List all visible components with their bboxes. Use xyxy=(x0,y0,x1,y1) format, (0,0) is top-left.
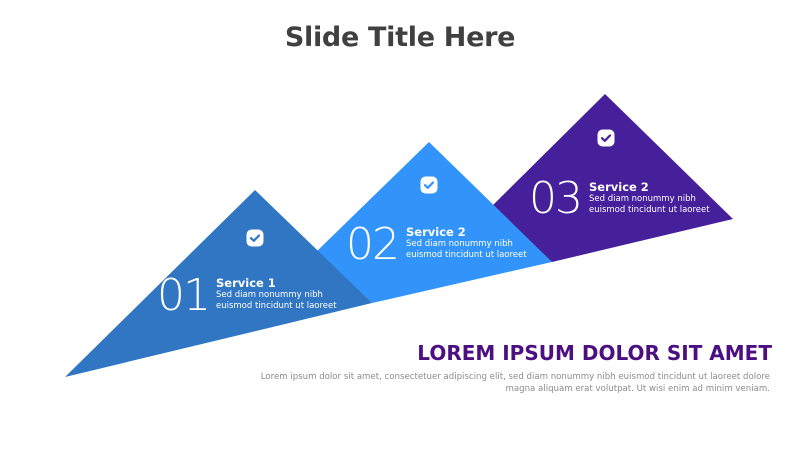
check-icon xyxy=(420,176,438,194)
check-icon xyxy=(597,129,615,147)
step-3-number: 03 xyxy=(529,173,583,224)
step-3-name: Service 2 xyxy=(589,180,649,194)
step-1-triangle xyxy=(65,190,372,377)
step-1-text: Service 1 Sed diam nonummy nibh euismod … xyxy=(216,276,337,312)
check-icon xyxy=(246,229,264,247)
step-2-triangle xyxy=(316,142,552,303)
step-1-desc-line2: euismod tincidunt ut laoreet xyxy=(216,301,337,311)
step-3-desc-line1: Sed diam nonummy nibh xyxy=(589,194,696,204)
step-3-triangle xyxy=(490,94,733,262)
step-1-name: Service 1 xyxy=(216,276,276,290)
summary-headline: LOREM IPSUM DOLOR SIT AMET xyxy=(417,341,772,365)
summary-body: Lorem ipsum dolor sit amet, consectetuer… xyxy=(260,372,770,394)
step-3-desc-line2: euismod tincidunt ut laoreet xyxy=(589,205,710,215)
step-2-desc-line1: Sed diam nonummy nibh xyxy=(406,239,513,249)
step-2-name: Service 2 xyxy=(406,225,466,239)
step-3-text: Service 2 Sed diam nonummy nibh euismod … xyxy=(589,180,710,216)
step-1-desc-line1: Sed diam nonummy nibh xyxy=(216,290,323,300)
step-2-text: Service 2 Sed diam nonummy nibh euismod … xyxy=(406,225,527,261)
step-2-desc-line2: euismod tincidunt ut laoreet xyxy=(406,250,527,260)
slide-title: Slide Title Here xyxy=(284,22,516,53)
step-1-number: 01 xyxy=(157,270,211,321)
step-2-number: 02 xyxy=(346,219,400,270)
